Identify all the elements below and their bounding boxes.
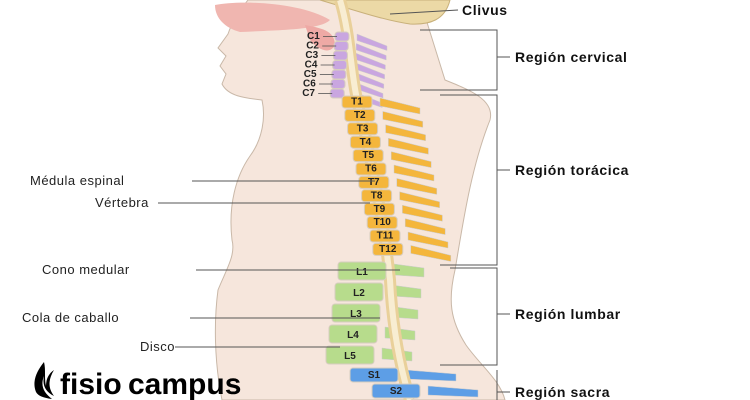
vertebra-t6	[355, 162, 387, 176]
vertebra-t3	[347, 122, 379, 136]
body-silhouette	[214, 0, 506, 400]
vertebra-label-t5: T5	[362, 150, 374, 161]
vertebra-c5	[331, 69, 347, 80]
vertebra-l2	[334, 282, 384, 302]
label-region-sacra: Región sacra	[515, 384, 610, 400]
spinous-process-t6	[393, 164, 435, 182]
spinous-process-t10	[404, 218, 446, 235]
vertebra-label-t1: T1	[351, 97, 363, 108]
spinous-process-t3	[385, 124, 426, 142]
vertebra-label-t6: T6	[365, 164, 377, 175]
vertebra-c2	[333, 41, 349, 51]
spinous-process-t1	[379, 97, 421, 115]
vertebra-t1	[341, 95, 373, 109]
nasal-cavity	[215, 2, 330, 33]
vertebra-s2	[371, 383, 421, 399]
fisiocampus-logo: fisio campus	[34, 362, 241, 400]
spinous-process-t8	[399, 191, 440, 209]
vertebra-l1	[337, 261, 387, 281]
vertebra-c3	[332, 50, 348, 61]
spinous-process-t7	[396, 178, 438, 195]
pharynx	[305, 25, 335, 51]
vertebra-label-c2: C2	[306, 40, 319, 51]
label-vertebra: Vértebra	[95, 195, 149, 210]
vertebra-l5	[325, 345, 375, 365]
vertebra-c4	[332, 60, 348, 70]
vertebra-label-t10: T10	[374, 217, 392, 228]
vertebra-label-s2: S2	[390, 386, 403, 397]
spinous-process-c1	[356, 33, 388, 51]
vertebra-t9	[363, 202, 395, 216]
vertebra-c7	[329, 88, 345, 99]
vertebra-t11	[369, 229, 401, 243]
vertebra-label-l1: L1	[356, 267, 368, 278]
vertebra-t5	[352, 149, 384, 163]
vertebra-label-t7: T7	[368, 177, 380, 188]
vertebra-label-t3: T3	[357, 123, 369, 134]
vertebra-label-l2: L2	[353, 288, 365, 299]
vertebra-c6	[330, 79, 346, 89]
vertebra-label-c6: C6	[303, 78, 316, 89]
vertebra-label-s1: S1	[368, 370, 381, 381]
vertebra-label-c7: C7	[302, 88, 315, 99]
vertebra-label-c3: C3	[305, 50, 318, 61]
vertebra-t7	[358, 175, 390, 189]
logo-campus: campus	[128, 368, 241, 400]
label-region-cervical: Región cervical	[515, 49, 628, 65]
vertebra-t2	[344, 108, 376, 122]
vertebra-label-t8: T8	[371, 190, 383, 201]
vertebra-label-l5: L5	[344, 351, 356, 362]
flame-icon	[34, 362, 54, 399]
vertebra-label-t9: T9	[374, 204, 386, 215]
vertebra-label-t11: T11	[377, 231, 394, 242]
spinous-process-c2	[355, 43, 387, 61]
vertebra-label-c4: C4	[305, 59, 318, 70]
spinous-process-t12	[410, 245, 452, 262]
vertebra-label-l4: L4	[347, 330, 359, 341]
vertebra-c1	[334, 31, 350, 42]
label-cono-medular: Cono medular	[42, 262, 130, 277]
label-clivus: Clivus	[462, 2, 508, 18]
label-disco: Disco	[140, 339, 175, 354]
vertebra-label-t2: T2	[354, 110, 366, 121]
spinous-process-t4	[388, 137, 429, 155]
vertebra-t8	[361, 189, 393, 203]
vertebra-t4	[349, 135, 381, 149]
spinous-process-t11	[407, 231, 449, 249]
vertebra-label-c5: C5	[304, 69, 317, 80]
spinous-process-t2	[382, 111, 424, 128]
vertebra-label-t12: T12	[379, 244, 397, 255]
spinous-process-t9	[402, 204, 443, 222]
vertebra-s1	[349, 367, 399, 383]
label-cola-de-caballo: Cola de caballo	[22, 310, 119, 325]
spinous-process-t5	[390, 151, 432, 168]
label-region-lumbar: Región lumbar	[515, 306, 621, 322]
vertebra-t10	[366, 216, 398, 230]
vertebra-label-t4: T4	[360, 137, 372, 148]
vertebra-label-c1: C1	[307, 31, 320, 42]
vertebra-t12	[372, 242, 404, 256]
spinous-process-s2	[427, 385, 479, 398]
label-medula-espinal: Médula espinal	[30, 173, 124, 188]
logo-fisio: fisio	[60, 368, 122, 400]
label-region-toracica: Región torácica	[515, 162, 629, 178]
vertebra-l4	[328, 324, 378, 344]
vertebra-label-l3: L3	[350, 309, 362, 320]
